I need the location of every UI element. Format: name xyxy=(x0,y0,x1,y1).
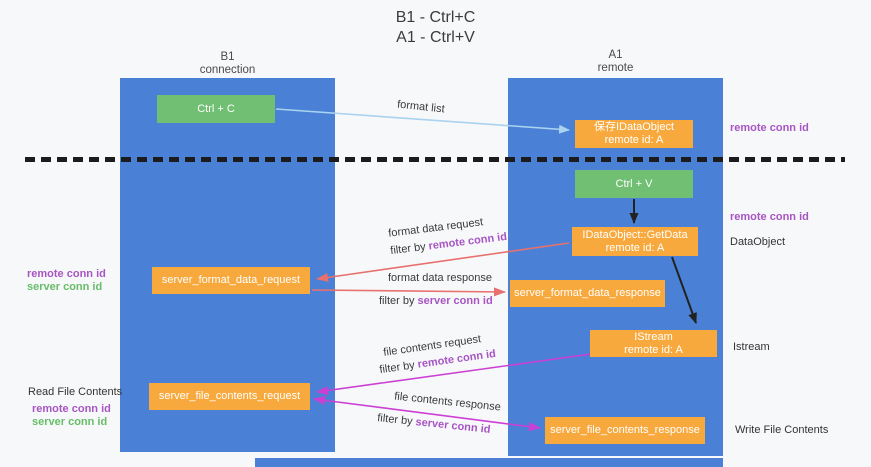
format-list-label: format list xyxy=(396,98,446,116)
server-conn-id-text: server conn id xyxy=(27,281,103,293)
filter-by-text: filter by xyxy=(378,359,416,377)
node-ctrl-c-label: Ctrl + C xyxy=(197,102,235,115)
dataobject-annotation: DataObject xyxy=(730,236,786,248)
lane-left-subtitle: connection xyxy=(199,64,256,76)
node-ctrl-v: Ctrl + V xyxy=(575,170,693,198)
node-istream-line2: remote id: A xyxy=(624,343,683,356)
lane-right-subtitle: remote xyxy=(597,62,634,74)
remote-conn-id-annotation-top: remote conn id xyxy=(730,122,809,134)
diagram-title: B1 - Ctrl+C A1 - Ctrl+V xyxy=(0,8,871,48)
server-conn-id-text: server conn id xyxy=(417,295,493,307)
filter-by-text: filter by xyxy=(376,412,414,428)
lane-right-title: A1 xyxy=(608,49,623,61)
node-idataobject-getdata: IDataObject::GetData remote id: A xyxy=(572,227,698,256)
node-format-request-label: server_format_data_request xyxy=(161,274,301,286)
node-ctrl-c: Ctrl + C xyxy=(157,95,275,123)
node-istream: IStream remote id: A xyxy=(590,330,717,357)
lane-left-title: B1 xyxy=(220,51,235,63)
node-save-idataobject: 保存IDataObject remote id: A xyxy=(575,120,693,148)
server-conn-id-text: server conn id xyxy=(414,416,491,436)
node-server-file-contents-request: server_file_contents_request xyxy=(149,383,310,410)
conn-id-annotation-left-bottom: remote conn id server conn id xyxy=(32,403,111,429)
lane-header-right: A1 remote xyxy=(508,49,723,75)
title-line-2: A1 - Ctrl+V xyxy=(396,29,475,46)
conn-id-annotation-left-top: remote conn id server conn id xyxy=(27,268,106,294)
format-data-response-label: format data response xyxy=(388,272,492,284)
dashed-divider-line xyxy=(25,157,845,162)
node-server-format-data-response: server_format_data_response xyxy=(510,280,665,307)
read-file-contents-annotation: Read File Contents xyxy=(28,386,123,398)
node-server-file-contents-response: server_file_contents_response xyxy=(545,417,705,444)
write-file-contents-annotation: Write File Contents xyxy=(735,424,829,436)
node-save-idataobject-line2: remote id: A xyxy=(604,134,664,146)
remote-conn-id-annotation-mid: remote conn id xyxy=(730,211,809,223)
file-contents-response-label: file contents response xyxy=(393,390,502,414)
istream-annotation: Istream xyxy=(733,341,770,353)
node-file-request-label: server_file_contents_request xyxy=(158,390,301,402)
bottom-bar xyxy=(255,458,723,467)
remote-conn-id-text: remote conn id xyxy=(27,268,106,280)
filter-by-text: filter by xyxy=(389,240,427,258)
node-server-format-data-request: server_format_data_request xyxy=(152,267,310,294)
node-getdata-line1: IDataObject::GetData xyxy=(582,228,688,241)
lane-header-left: B1 connection xyxy=(120,51,335,77)
node-format-response-label: server_format_data_response xyxy=(514,287,661,299)
remote-conn-id-text: remote conn id xyxy=(32,403,111,415)
node-istream-line1: IStream xyxy=(634,330,673,343)
title-line-1: B1 - Ctrl+C xyxy=(395,9,476,26)
filter-by-text: filter by xyxy=(379,295,415,307)
node-save-idataobject-line1: 保存IDataObject xyxy=(593,121,675,133)
node-file-response-label: server_file_contents_response xyxy=(550,424,700,436)
server-conn-id-text: server conn id xyxy=(32,416,108,428)
remote-conn-id-text: remote conn id xyxy=(427,230,508,253)
node-ctrl-v-label: Ctrl + V xyxy=(615,177,653,190)
format-data-response-arrow xyxy=(311,287,506,297)
node-getdata-line2: remote id: A xyxy=(605,241,665,254)
